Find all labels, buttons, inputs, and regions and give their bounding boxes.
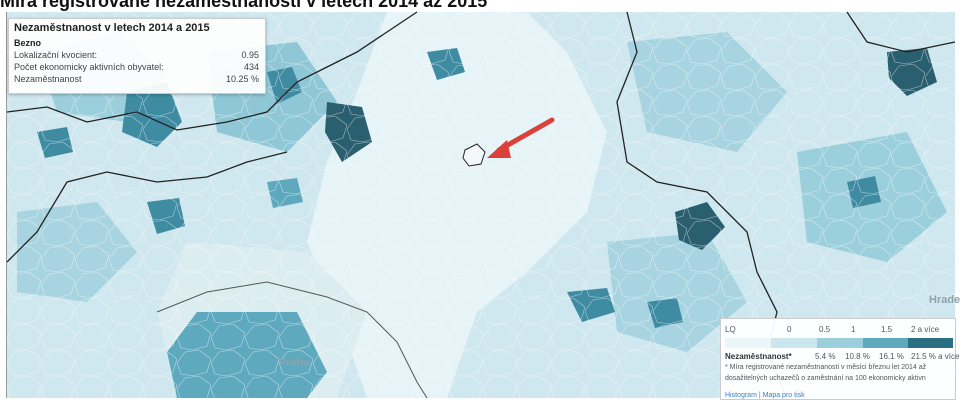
legend-lq-label: LQ [725, 325, 736, 334]
legend-lq-tick: 0.5 [819, 325, 831, 334]
legend-swatch [863, 338, 908, 348]
legend-lq-tick: 2 a více [911, 325, 940, 334]
info-row-value: 10.25 % [225, 74, 259, 84]
legend-swatch [817, 338, 863, 348]
legend-lq-tick: 1 [851, 325, 856, 334]
legend-links[interactable]: Histogram | Mapa pro tisk [725, 392, 805, 399]
info-row-value: 434 [243, 62, 259, 72]
legend-unemployment-tick: 10.8 % [845, 352, 870, 361]
info-row-label: Lokalizační kvocient: [14, 50, 98, 60]
info-title: Nezaměstnanost v letech 2014 a 2015 [14, 22, 210, 34]
legend-color-bar [725, 338, 953, 348]
legend-note: * Míra registrované nezaměstnanosti v mě… [725, 364, 927, 371]
legend-swatch [908, 338, 953, 348]
legend-swatch [771, 338, 817, 348]
legend-unemployment-tick: 5.4 % [815, 352, 836, 361]
info-row-label: Počet ekonomicky aktivních obyvatel: [14, 62, 164, 72]
red-arrow-icon [487, 117, 555, 158]
info-row-label: Nezaměstnanost [14, 74, 82, 84]
district-border [6, 11, 418, 131]
info-row: Lokalizační kvocient: 0.95 [14, 50, 259, 61]
legend-note: dosažitelných uchazečů o zaměstnání na 1… [725, 375, 926, 382]
page-heading: Míra registrované nezaměstnanosti v lete… [0, 0, 488, 11]
legend-unemployment-tick: 16.1 % [879, 352, 904, 361]
info-row-value: 0.95 [241, 50, 259, 60]
legend-lq-tick: 0 [787, 325, 792, 334]
legend-swatch [725, 338, 771, 348]
info-subtitle: Bezno [14, 38, 41, 48]
legend-unemployment-label: Nezaměstnanost* [725, 352, 792, 361]
info-row: Nezaměstnanost 10.25 % [14, 74, 259, 85]
praha-border [156, 281, 428, 399]
info-row: Počet ekonomicky aktivních obyvatel: 434 [14, 62, 259, 73]
selected-municipality[interactable] [462, 143, 486, 167]
map-legend: LQ 0 0.5 1 1.5 2 a více Nezaměstnanost* … [720, 318, 960, 400]
place-label-hradec: Hrade [929, 294, 960, 306]
district-border [846, 11, 956, 53]
district-border [6, 151, 288, 263]
info-panel: Nezaměstnanost v letech 2014 a 2015 Bezn… [8, 18, 266, 94]
legend-lq-tick: 1.5 [881, 325, 893, 334]
place-label-praha: Praha [279, 357, 310, 369]
legend-unemployment-tick: 21.5 % a více [911, 352, 960, 361]
